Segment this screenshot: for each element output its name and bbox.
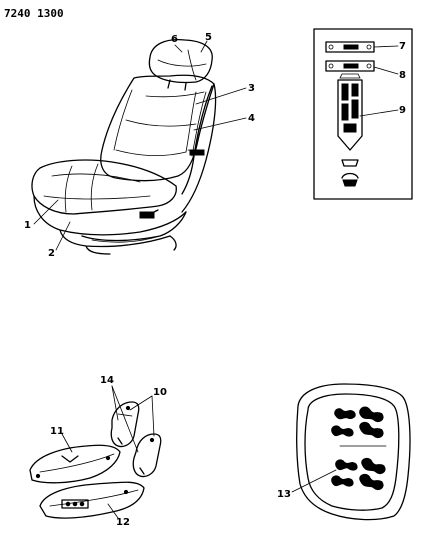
side-panel-11 [29, 444, 121, 484]
guide-plate-8 [325, 60, 375, 72]
bracket-10-lower [132, 433, 162, 478]
seat-adjust-switch [139, 211, 155, 219]
callout-14: 14 [100, 375, 114, 386]
cushion-leader-lines [291, 469, 337, 493]
side-panel-12 [39, 481, 145, 519]
headrest [148, 38, 213, 84]
seat-cushion [31, 159, 177, 215]
callout-3: 3 [248, 83, 255, 94]
seat-switch-bezel [61, 499, 89, 509]
guide-bushing-lower [341, 172, 359, 179]
callout-2: 2 [48, 248, 55, 259]
callout-6: 6 [171, 34, 178, 45]
inset-frame [313, 28, 413, 200]
headrest-guide-inset [313, 28, 413, 200]
callout-11: 11 [50, 426, 64, 437]
bracket-10-upper [110, 401, 140, 448]
seat-assembly-illustration [31, 38, 217, 255]
cushion-pad-13 [296, 383, 411, 521]
callout-10: 10 [153, 387, 167, 398]
callout-7: 7 [399, 41, 406, 52]
seatback-side-panel [181, 83, 217, 213]
headrest-guide-9 [337, 79, 363, 151]
recliner-handle [189, 149, 205, 156]
callout-12: 12 [116, 517, 130, 528]
diagram-code: 7240 1300 [4, 7, 64, 20]
callout-13: 13 [277, 489, 291, 500]
inset-leader-lines [359, 45, 399, 117]
guide-bushing-upper [341, 159, 359, 167]
callout-1: 1 [24, 220, 31, 231]
seat-leader-lines [33, 40, 247, 251]
panel-leader-lines [61, 385, 155, 519]
seatback [100, 74, 215, 182]
seat-side-panels [29, 401, 162, 519]
callout-9: 9 [399, 105, 406, 116]
callout-8: 8 [399, 70, 406, 81]
seat-cushion-pad-illustration [296, 383, 411, 521]
callout-5: 5 [205, 32, 212, 43]
callout-4: 4 [248, 113, 255, 124]
